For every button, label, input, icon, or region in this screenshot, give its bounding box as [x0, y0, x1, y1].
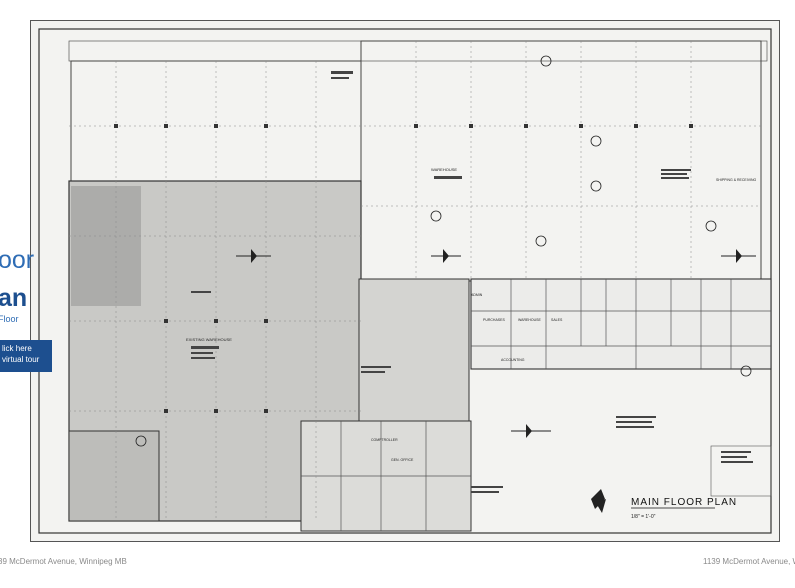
floor-plan-drawing: MAIN FLOOR PLAN 1/8" = 1'-0" WAREHOUSE E…: [30, 20, 780, 542]
room-label: COMPTROLLER: [371, 438, 398, 442]
title-top: oor: [0, 246, 35, 274]
floor-plan-lines: MAIN FLOOR PLAN 1/8" = 1'-0" WAREHOUSE E…: [38, 28, 772, 534]
virtual-tour-button[interactable]: lick here virtual tour: [0, 340, 52, 372]
room-label: PURCHASES: [483, 318, 505, 322]
footer-address-right: 1139 McDermot Avenue, Winnipe: [703, 557, 795, 566]
warehouse-label: WAREHOUSE: [431, 167, 457, 172]
room-label: ACCOUNTING: [501, 358, 525, 362]
room-label: SALES: [551, 318, 563, 322]
plan-scale: 1/8" = 1'-0": [631, 514, 656, 520]
subtitle: Floor: [0, 314, 19, 324]
room-label: WAREHOUSE: [518, 318, 541, 322]
footer-address-left: 39 McDermot Avenue, Winnipeg MB: [0, 557, 127, 566]
title-bottom: an: [0, 284, 28, 312]
existing-warehouse-label: EXISTING WAREHOUSE: [186, 337, 232, 342]
room-label: ADMIN: [471, 293, 483, 297]
tour-button-line2: virtual tour: [2, 354, 40, 364]
plan-title: MAIN FLOOR PLAN: [631, 497, 737, 508]
tour-button-line1: lick here: [2, 344, 32, 353]
room-label: SHIPPING & RECEIVING: [716, 178, 757, 182]
room-label: GEN. OFFICE: [391, 458, 414, 462]
